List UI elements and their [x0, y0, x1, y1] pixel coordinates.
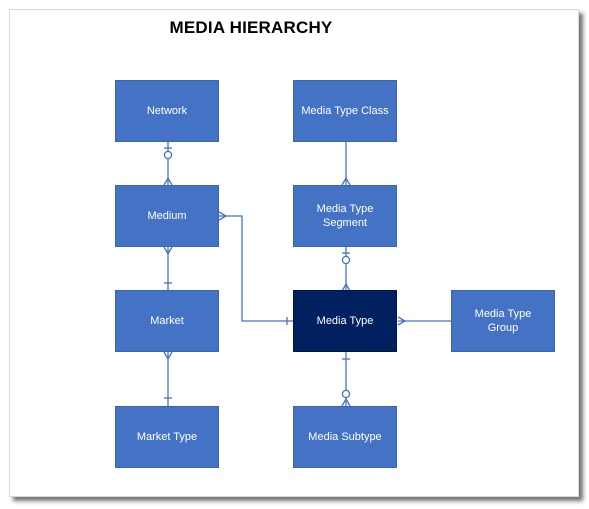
- entity-market[interactable]: Market: [115, 290, 219, 352]
- connector-network-medium[interactable]: [163, 142, 173, 186]
- connector-class-segment[interactable]: [341, 142, 351, 186]
- connector-market-market-type[interactable]: [163, 351, 173, 406]
- entity-medium[interactable]: Medium: [115, 185, 219, 247]
- entity-media-subtype[interactable]: Media Subtype: [293, 406, 397, 468]
- entity-media-type[interactable]: Media Type: [293, 290, 397, 352]
- entity-media-type-class[interactable]: Media Type Class: [293, 80, 397, 142]
- entity-media-type-group[interactable]: Media Type Group: [451, 290, 555, 352]
- connector-medium-media-type[interactable]: [218, 211, 294, 325]
- connector-media-type-subtype[interactable]: [341, 352, 351, 407]
- entity-market-type[interactable]: Market Type: [115, 406, 219, 468]
- entity-network[interactable]: Network: [115, 80, 219, 142]
- diagram-title: MEDIA HIERARCHY: [169, 18, 333, 37]
- connector-medium-market[interactable]: [163, 246, 173, 290]
- connector-media-type-group[interactable]: [397, 316, 452, 326]
- connector-segment-media-type[interactable]: [341, 247, 351, 292]
- entity-media-type-segment[interactable]: Media Type Segment: [293, 185, 397, 247]
